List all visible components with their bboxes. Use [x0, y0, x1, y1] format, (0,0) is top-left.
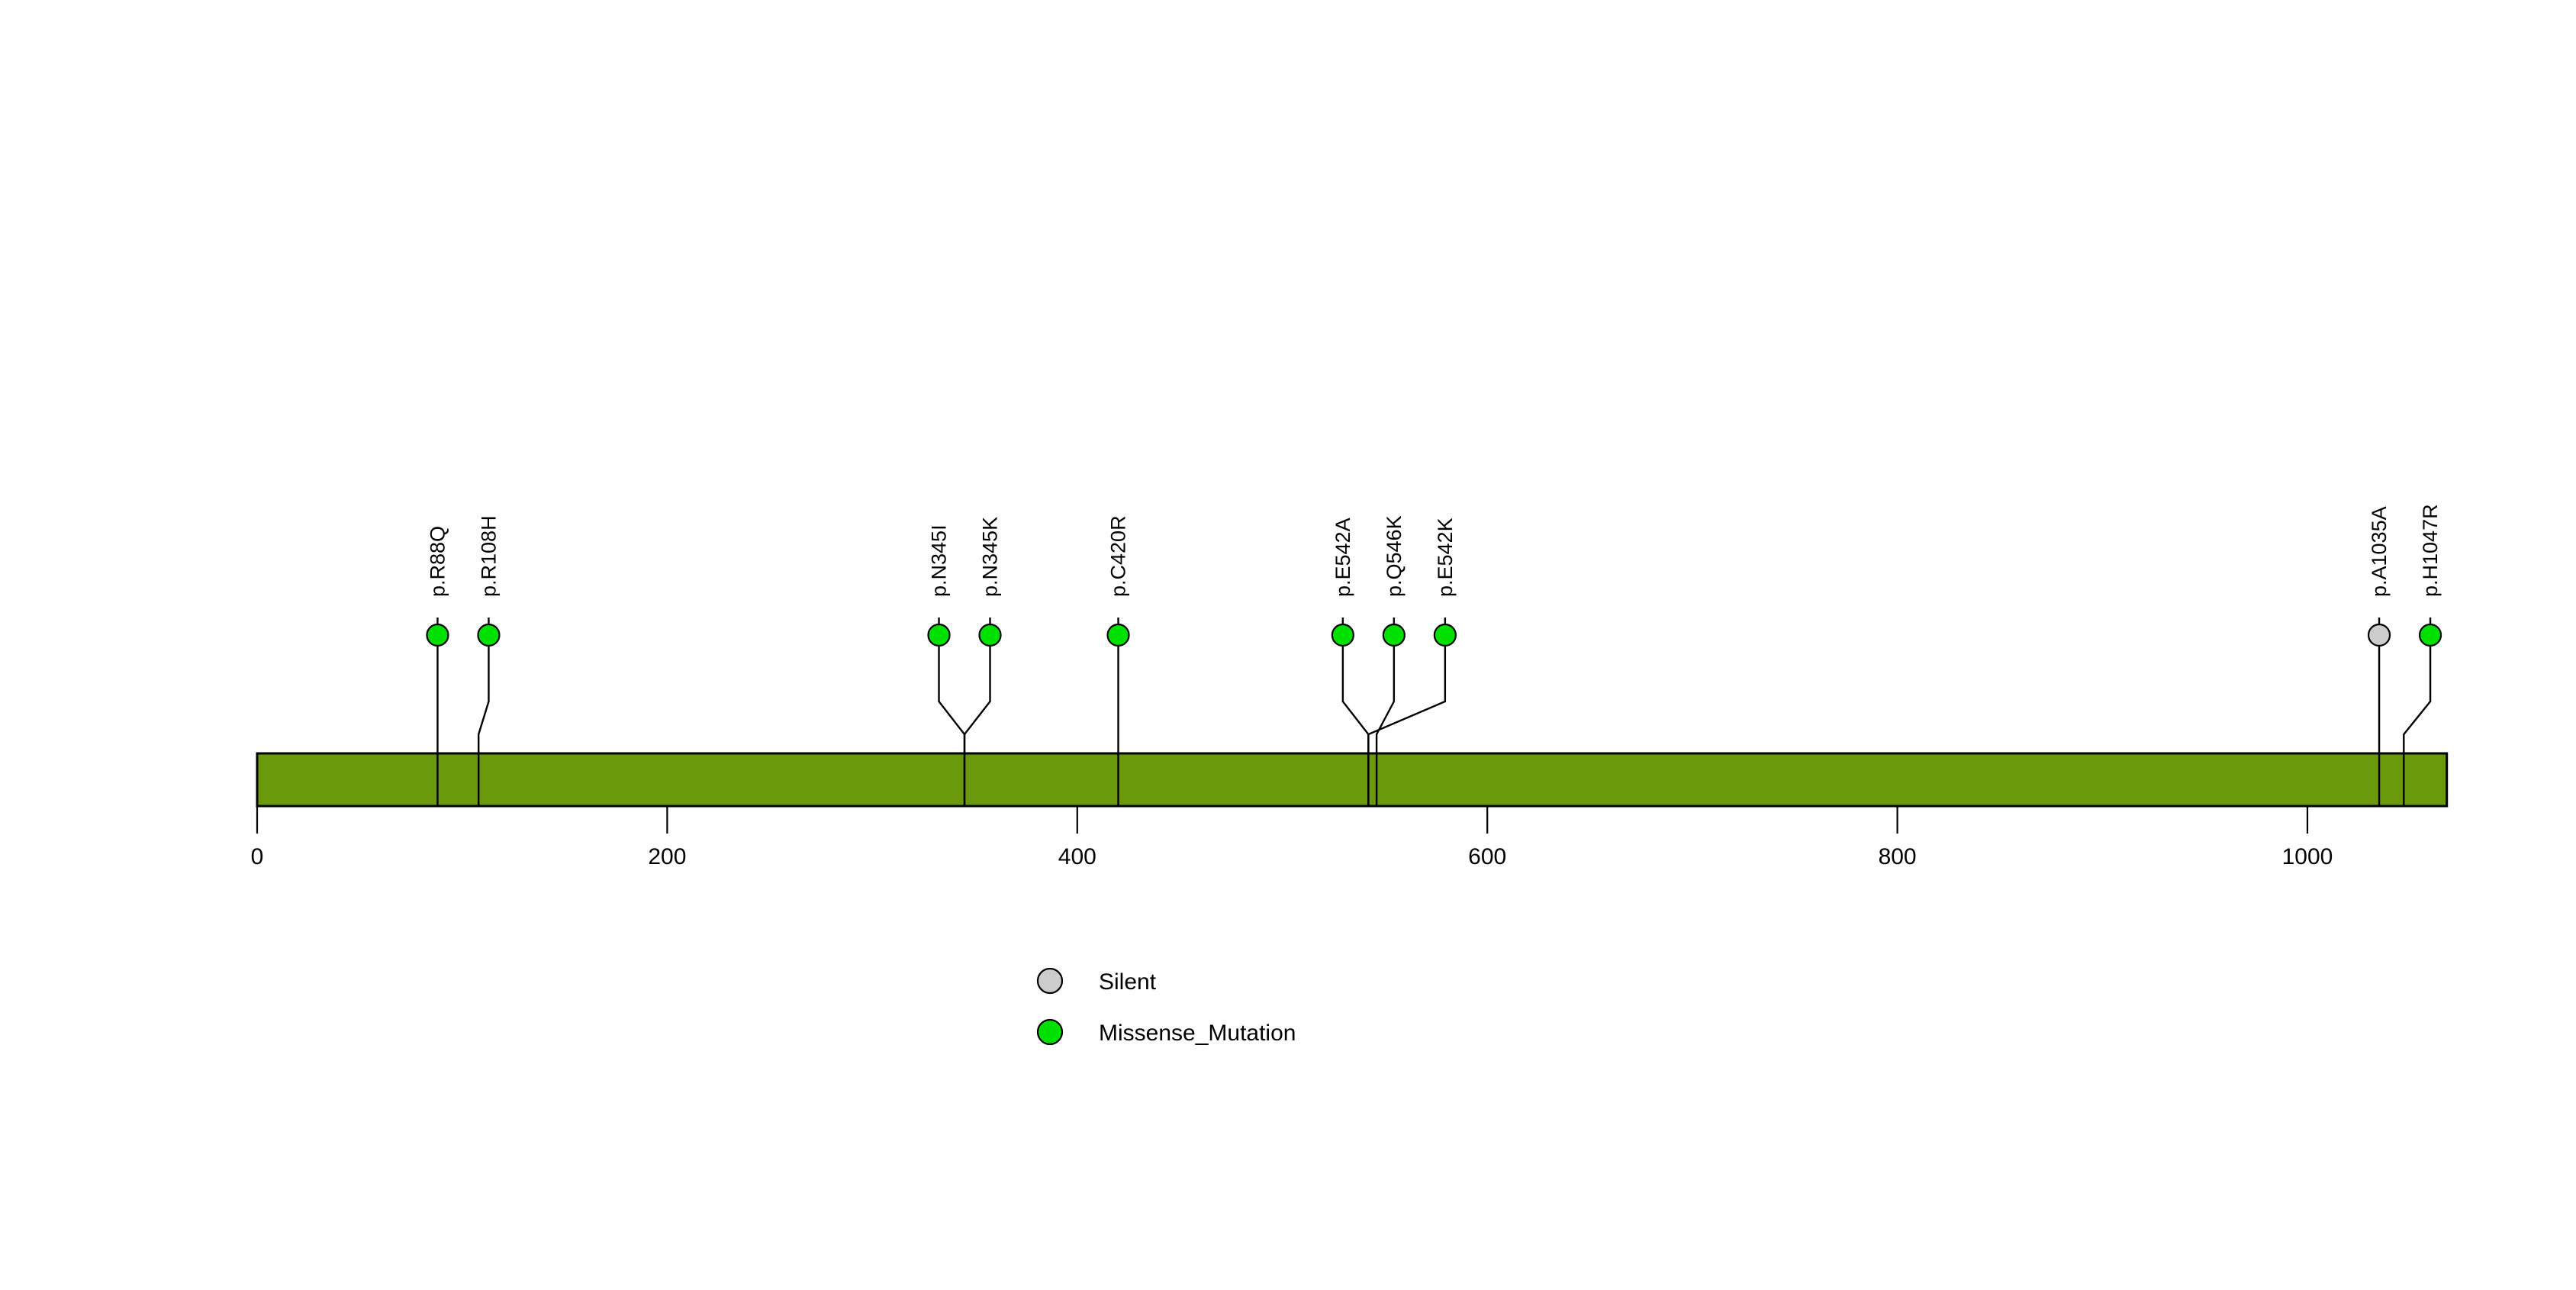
axis-tick-label: 400	[1058, 844, 1096, 869]
lollipop-head-p-R108H[interactable]	[477, 623, 501, 647]
lollipop-stem	[1367, 646, 1447, 806]
protein-backbone-rect	[256, 752, 2449, 808]
lollipop-stem	[963, 646, 991, 806]
mutation-label-p-A1035A: p.A1035A	[2368, 506, 2391, 597]
mutation-labels: p.R88Q p.R108H p.N345I p.N345K p.C420R p.E542…	[426, 504, 2442, 597]
legend-swatch-silent[interactable]	[1036, 967, 1064, 995]
legend-label-missense_mutation: Missense_Mutation	[1099, 1021, 1296, 1046]
lollipop-head-p-N345I[interactable]	[927, 623, 951, 647]
axis-tick-label: 1000	[2282, 844, 2333, 869]
lollipop-heads	[426, 618, 2442, 647]
lollipop-head-p-R88Q[interactable]	[426, 623, 449, 647]
mutation-label-p-N345K: p.N345K	[979, 517, 1002, 597]
lollipop-head-p-Q546K[interactable]	[1382, 623, 1406, 647]
lollipop-stems	[436, 646, 2432, 806]
mutation-label-p-C420R: p.C420R	[1107, 515, 1130, 597]
mutation-label-p-R88Q: p.R88Q	[426, 526, 449, 597]
lollipop-head-p-E542K[interactable]	[1433, 623, 1457, 647]
axis-tick-label: 800	[1879, 844, 1917, 869]
axis-tick-label: 600	[1468, 844, 1506, 869]
mutation-label-p-Q546K: p.Q546K	[1383, 515, 1406, 597]
mutation-label-p-R108H: p.R108H	[477, 515, 500, 597]
lollipop-stem	[1375, 646, 1396, 806]
protein-domain-bar	[256, 752, 2449, 808]
lollipop-head-p-N345K[interactable]	[978, 623, 1002, 647]
mutation-label-p-N345I: p.N345I	[928, 524, 951, 597]
lollipop-head-p-C420R[interactable]	[1106, 623, 1130, 647]
mutation-label-p-E542K: p.E542K	[1434, 518, 1457, 597]
mutation-label-p-E542A: p.E542A	[1331, 518, 1354, 597]
lollipop-stem	[477, 646, 490, 806]
lollipop-head-p-E542A[interactable]	[1331, 623, 1354, 647]
axis-tick-label: 0	[251, 844, 264, 869]
x-axis: 0 200 400 600 800 1000	[251, 806, 2333, 869]
lollipop-head-p-A1035A[interactable]	[2367, 623, 2391, 647]
mutation-label-p-H1047R: p.H1047R	[2419, 504, 2442, 597]
legend-swatch-missense_mutation[interactable]	[1036, 1018, 1064, 1046]
axis-tick-label: 200	[648, 844, 686, 869]
lollipop-head-p-H1047R[interactable]	[2418, 623, 2442, 647]
lollipop-stem	[2403, 646, 2432, 806]
legend-label-silent: Silent	[1099, 969, 1157, 995]
